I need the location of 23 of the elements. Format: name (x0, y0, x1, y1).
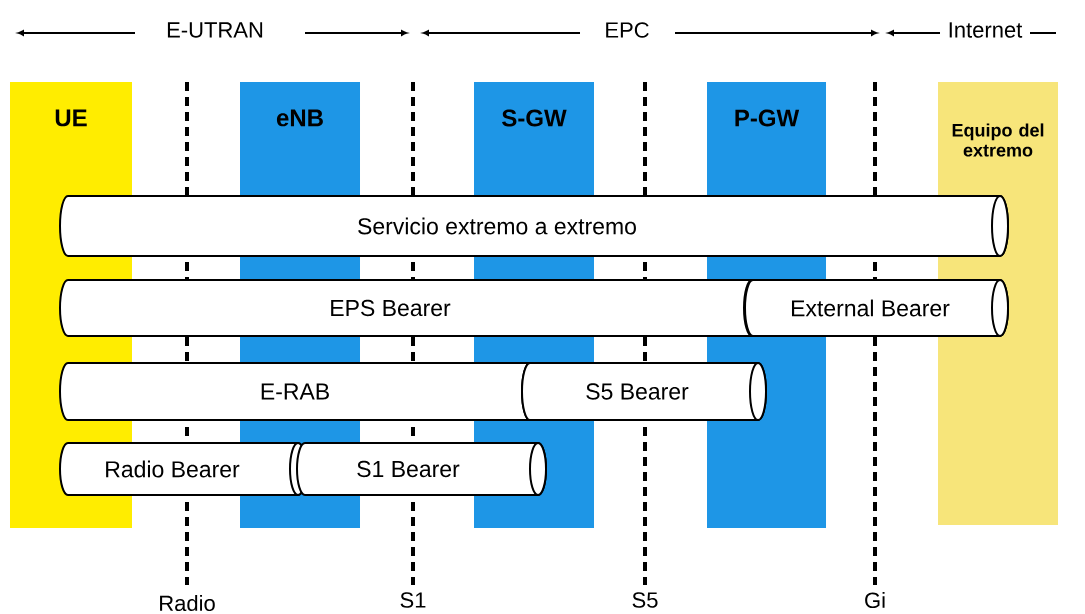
column-box: S-GW (474, 82, 594, 190)
node-label: eNB (276, 109, 323, 127)
column-box: UE (10, 82, 132, 190)
bearer-pipe: E-RAB (59, 362, 539, 421)
domain-label: EPC (606, 22, 649, 38)
node-label: Equipo del extremo (952, 123, 1044, 157)
bearer-pipe: S5 Bearer (521, 362, 767, 421)
domain-label: Internet (949, 22, 1023, 38)
column-box: eNB (240, 82, 360, 190)
bearer-pipe: Radio Bearer (59, 442, 307, 496)
node-label: P-GW (735, 109, 800, 127)
column-box: P-GW (707, 82, 826, 190)
interface-label: Gi (865, 591, 885, 609)
interface-label: S5 (632, 592, 658, 608)
interface-label: Radio (160, 594, 215, 612)
interface-label: S1 (400, 592, 426, 608)
bearer-pipe: Servicio extremo a extremo (59, 195, 1009, 257)
node-label: S-GW (502, 109, 567, 127)
bearer-pipe: External Bearer (744, 279, 1009, 337)
node-label: UE (55, 109, 87, 127)
column-box: Equipo del extremo (938, 82, 1058, 190)
bearer-pipe: EPS Bearer (59, 279, 761, 337)
domain-label: E-UTRAN (167, 22, 263, 38)
